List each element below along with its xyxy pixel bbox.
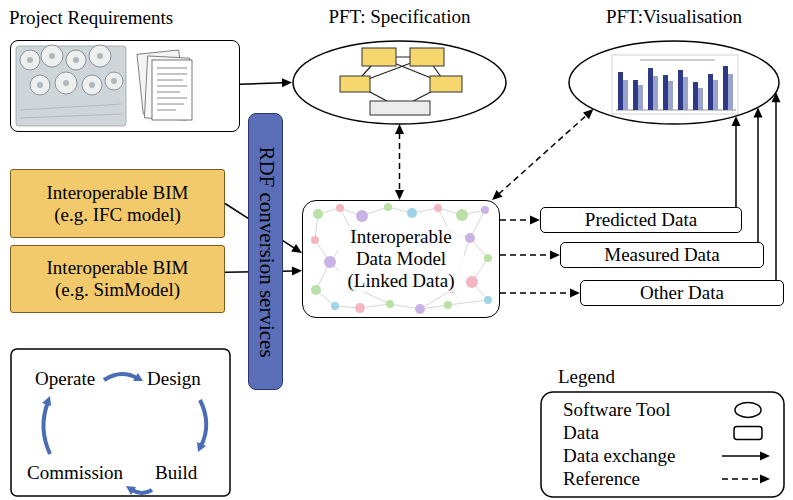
data-box: Other Data — [580, 280, 784, 306]
connector-line — [775, 101, 777, 280]
node-label: Interoperable BIM (e.g. SimModel) — [38, 257, 198, 301]
line-symbol — [722, 455, 760, 457]
legend-entry: Software Tool — [563, 399, 671, 421]
cycle-stage: Operate — [35, 368, 95, 390]
legend-sample — [722, 474, 770, 483]
exchange-arrow — [732, 116, 741, 207]
band-label: RDF conversion services — [254, 146, 277, 357]
requirements-box: Project Requirements — [10, 40, 240, 132]
data-model-box: Interoperable Data Model (Linked Data) — [302, 200, 500, 318]
bim-box: Interoperable BIM (e.g. SimModel) — [10, 245, 225, 313]
reference-arrow — [492, 109, 593, 200]
arrow-head — [760, 451, 770, 460]
connector-line — [735, 125, 737, 207]
data-box: Measured Data — [560, 242, 764, 268]
cycle-stage: Design — [147, 368, 201, 390]
arrow-head — [395, 190, 404, 200]
arrow-head — [492, 190, 502, 200]
arrow-head — [760, 474, 770, 483]
connector-line — [500, 292, 571, 294]
legend-sample — [722, 451, 770, 460]
node-label: Predicted Data — [585, 210, 697, 231]
conversion-band: RDF conversion services — [248, 113, 283, 390]
arrow-head — [291, 244, 302, 253]
tool-ellipse: PFT: Specification — [292, 40, 507, 125]
connector-line — [757, 116, 759, 242]
document-pages — [137, 50, 192, 120]
ellipse-outline — [292, 40, 507, 125]
reference-arrow — [500, 251, 560, 260]
connector-line — [499, 115, 587, 194]
ellipse-shape — [293, 41, 506, 124]
legend-title: Legend — [558, 366, 615, 388]
reference-arrow — [500, 289, 580, 298]
bar-chart — [612, 55, 738, 114]
node-heading: Project Requirements — [9, 7, 173, 29]
arrow-head — [583, 109, 593, 119]
node-label: Other Data — [640, 283, 724, 304]
bim-box: Interoperable BIM (e.g. IFC model) — [10, 169, 225, 238]
arrow-head — [570, 289, 580, 298]
exchange-arrow — [240, 78, 292, 87]
reference-arrow — [500, 216, 540, 225]
ellipse-shape — [569, 41, 779, 124]
connector-line — [399, 133, 401, 191]
specification-sketch — [340, 48, 462, 115]
connector-line — [500, 219, 531, 221]
line-symbol — [722, 478, 760, 480]
arrow-head — [550, 251, 560, 260]
legend-sample — [735, 402, 761, 417]
legend-sample — [734, 426, 762, 439]
connector-line — [240, 83, 283, 84]
legend-entry: Reference — [563, 468, 640, 490]
exchange-arrow — [754, 107, 763, 242]
data-box: Predicted Data — [540, 207, 742, 233]
lifecycle-frame — [11, 349, 230, 496]
arrow-head — [282, 78, 292, 87]
tool-ellipse: PFT:Visualisation — [568, 40, 780, 125]
arrow-head — [395, 124, 404, 134]
reference-arrow — [395, 124, 404, 200]
cycle-stage: Commission — [27, 462, 123, 484]
connector-line — [500, 254, 551, 256]
arrow-head — [292, 266, 302, 275]
ellipse-outline — [568, 40, 780, 125]
cycle-stage: Build — [155, 462, 197, 484]
tool-symbol — [735, 402, 761, 417]
blueprint-rolls — [16, 45, 126, 126]
legend-entry: Data — [563, 422, 599, 444]
legend-entry: Data exchange — [563, 445, 675, 467]
node-heading: PFT:Visualisation — [606, 6, 742, 28]
node-label: Interoperable BIM (e.g. IFC model) — [38, 182, 198, 226]
node-label: Interoperable Data Model (Linked Data) — [338, 226, 464, 292]
data-symbol — [734, 426, 762, 439]
legend-frame — [541, 392, 784, 497]
node-heading: PFT: Specification — [328, 6, 470, 28]
node-label: Measured Data — [604, 245, 720, 266]
arrow-head — [530, 216, 540, 225]
linked-data-network — [311, 203, 492, 314]
exchange-arrow — [772, 92, 781, 280]
